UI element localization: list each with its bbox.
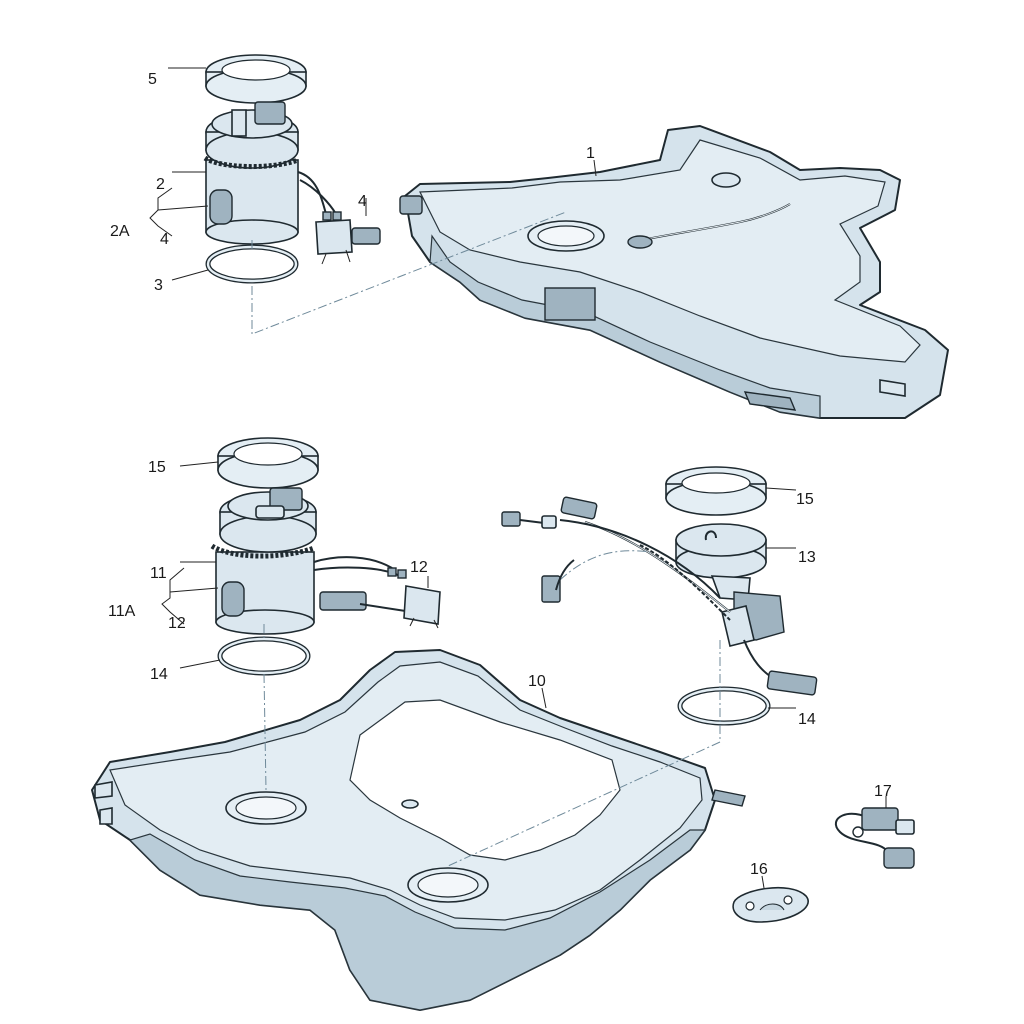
callout-11: 11 [150,565,167,582]
callout-11A: 11A [108,603,136,620]
fuel-tank-10 [91,649,746,1011]
callout-4-b: 4 [358,193,367,210]
leader-14-left [179,659,221,669]
leader-1 [593,159,597,177]
assembly-line-lower-right [447,640,721,867]
level-sender-4 [315,211,381,265]
callout-4-a: 4 [160,231,169,248]
callout-5: 5 [148,71,157,88]
callout-10: 10 [528,673,546,690]
callout-14-b: 14 [798,711,816,728]
fuel-delivery-unit-11 [210,487,401,635]
leader-11A-brace [161,567,219,625]
locking-ring-5 [205,54,307,104]
callout-15-b: 15 [796,491,814,508]
callout-16: 16 [750,861,768,878]
fuel-tank-1 [399,125,949,419]
callout-2: 2 [156,176,165,193]
callout-13: 13 [798,549,816,566]
leader-16 [761,875,765,889]
seal-14-left [217,636,311,676]
leader-10 [541,687,547,709]
sender-unit-13 [559,519,818,696]
callout-3: 3 [154,277,163,294]
locking-ring-15-right [665,466,767,516]
callout-17: 17 [874,783,892,800]
callout-15-a: 15 [148,459,166,476]
assembly-line-lower-left [263,673,267,791]
leader-3 [171,269,209,281]
leader-15-left [179,461,219,467]
cover-plate-16 [732,886,809,923]
callout-12-b: 12 [168,615,186,632]
callout-2A: 2A [110,223,130,240]
seal-3 [205,244,299,284]
level-sender-12 [319,567,441,629]
callout-1: 1 [586,145,595,162]
locking-ring-15-left [217,437,319,489]
assembly-line-upper [251,211,567,335]
connector-17 [834,807,915,869]
fuel-delivery-unit-2 [203,101,337,245]
callout-14-a: 14 [150,666,168,683]
leader-2A-brace [149,187,209,237]
leader-15-right [765,487,797,491]
seal-14-right [677,686,771,726]
wiring-harness [501,496,651,603]
callout-12-a: 12 [410,559,428,576]
